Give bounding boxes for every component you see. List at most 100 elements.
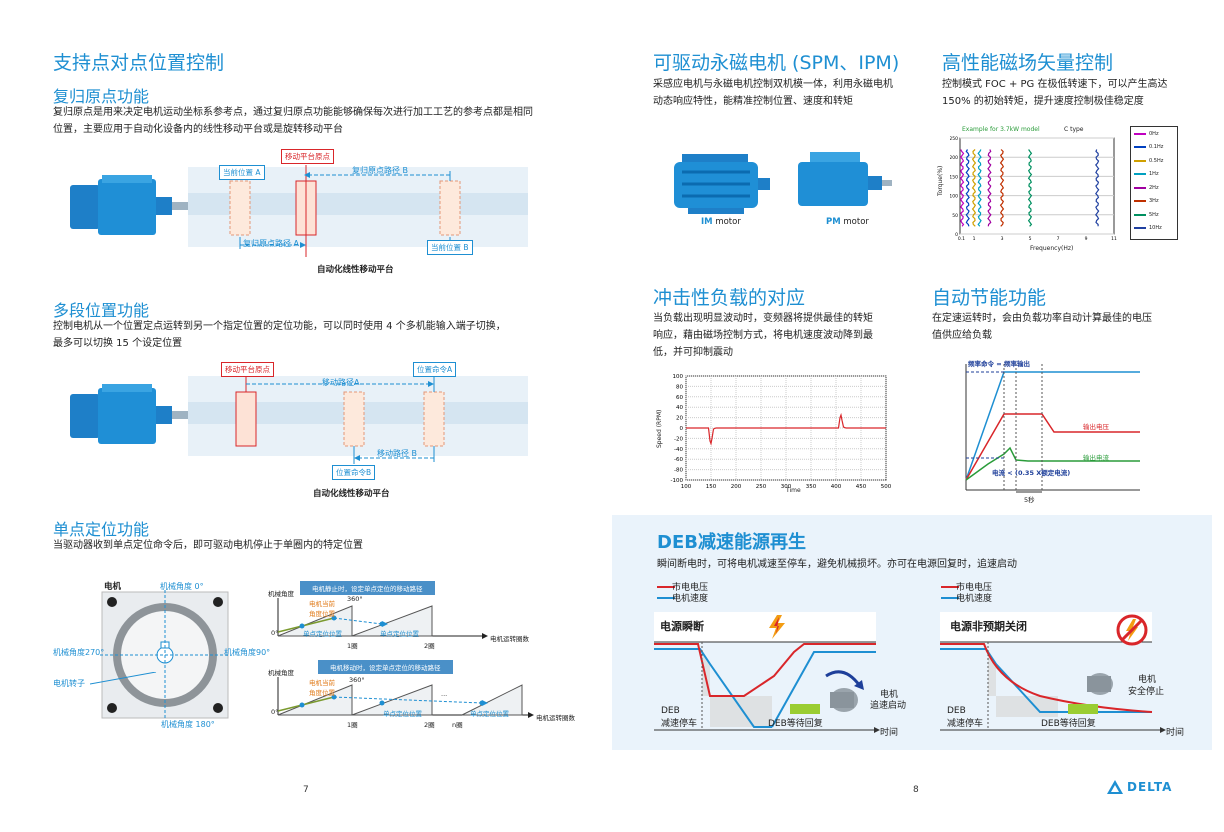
multi-diagram [70,374,528,464]
foc-legend-item: 0.5Hz [1131,154,1177,168]
lightning-icon [769,615,785,639]
foc-ytick: 50 [952,213,958,219]
speed-xlabel: Time [786,487,801,494]
foc-xtick: 9 [1085,236,1088,242]
deb-panel2-motor: 电机 [1138,675,1157,685]
graph2-ylabel: 机械角度 [268,669,294,677]
graph1-360: 360° [347,595,363,603]
speed-xtick: 500 [881,484,892,490]
tag-cmd-a: 位置命令A [413,362,457,377]
foc-legend-item: 5Hz [1131,208,1177,222]
servo-motor-icon [70,384,188,444]
speed-series-line [686,412,886,446]
deb-panel1-wait: DEB等待回复 [768,719,823,729]
speed-xtick: 150 [706,484,717,490]
foc-legend-swatch [1134,227,1146,230]
deb-title: DEB减速能源再生 [657,532,806,553]
deb-panel2-safe-stop: 安全停止 [1128,687,1165,697]
label-move-path-a: 移动路径A [322,378,360,387]
prohibit-power-icon [1116,614,1148,646]
foc-series-2Hz [987,149,992,227]
deb-chart-sudden-loss [654,612,880,733]
speed-ytick: 40 [676,405,683,411]
motors-illustration [674,152,892,214]
graph1-zero: 0° [271,629,279,637]
foc-xtick: 7 [1057,236,1060,242]
pm-motor-label: PM motor [826,217,869,227]
delta-logo-text: DELTA [1127,780,1173,794]
multi-text: 控制电机从一个位置定点运转到另一个指定位置的定位功能，可以同时使用 4 个多机能… [53,318,573,352]
motor-face-diagram [100,590,230,720]
deb-legend2-lines [941,586,959,599]
spm-title: 可驱动永磁电机 (SPM、IPM) [653,52,900,74]
tag-current-b: 当前位置 B [427,240,473,255]
deb-legend1-speed: 电机速度 [672,594,709,604]
foc-legend-swatch [1134,173,1146,176]
angle-0-label: 机械角度 0° [160,582,204,591]
foc-text: 控制模式 FOC + PG 在极低转速下，可以产生高达 150% 的初始转矩，提… [942,76,1167,110]
deb-panel1-title: 电源瞬断 [660,620,704,633]
motor-icon-panel2 [1087,673,1113,695]
impact-text: 当负载出现明显波动时，变频器将提供最佳的转矩 响应，藉由磁场控制方式，将电机速度… [653,310,873,361]
im-motor-label: IM motor [701,217,741,227]
deb-panel2-deb: DEB [947,706,966,716]
foc-legend-item: 1Hz [1131,168,1177,182]
label-path-b: 复归原点路径 B [352,166,409,175]
deb-legend1-lines [657,586,675,599]
foc-ytick: 150 [950,174,958,180]
foc-plot-area [959,137,1115,235]
foc-chart-type: C type [1064,126,1084,133]
foc-ytick: 250 [950,136,958,142]
foc-legend-label: 5Hz [1149,211,1159,218]
label-move-path-b: 移动路径 B [377,449,418,458]
foc-legend-item: 3Hz [1131,195,1177,209]
deb-legend2-speed: 电机速度 [956,594,993,604]
foc-legend-label: 3Hz [1149,198,1159,205]
speed-xtick: 450 [856,484,867,490]
impact-text-line1: 当负载出现明显波动时，变频器将提供最佳的转矩 [653,313,873,324]
single-heading: 单点定位功能 [53,520,150,539]
foc-series-0.1Hz [965,149,970,227]
speed-ytick: 60 [676,395,683,401]
impact-title: 冲击性负载的对应 [653,287,806,309]
homing-heading: 复归原点功能 [53,87,150,106]
foc-xlabel: Frequency(Hz) [1030,245,1074,252]
foc-ytick: 200 [950,155,958,161]
multi-caption: 自动化线性移动平台 [313,489,390,499]
deb-panel2-title: 电源非预期关闭 [950,620,1027,633]
graph1-pos2: 单点定位位置 [380,630,419,638]
speed-ytick: -40 [674,447,683,453]
foc-xtick: 3 [1001,236,1004,242]
graph1-current: 电机当前 角度位置 [309,600,335,618]
deb-panel1-time: 时间 [880,728,899,738]
foc-legend-item: 0.1Hz [1131,141,1177,155]
current-note-label: 电流 < (0.35 X额定电流) [992,469,1071,477]
foc-series-3Hz [999,149,1005,227]
graph2-dots: ... [441,690,448,698]
graph2-banner: 电机移动时，设定单点定位的移动路径 [318,660,453,674]
foc-legend-item: 0Hz [1131,127,1177,141]
foc-legend-label: 0.1Hz [1149,144,1164,151]
multi-heading: 多段位置功能 [53,301,150,320]
speed-xtick: 100 [681,484,692,490]
energy-text-line2: 值供应给负载 [932,330,992,341]
deb-panel2-decel: 减速停车 [947,719,984,729]
speed-ytick: 0 [680,426,684,432]
graph2-tick1: 1圈 [347,721,358,729]
five-sec-label: 5秒 [1024,496,1035,504]
foc-xtick: 5 [1029,236,1032,242]
foc-legend-label: 0.5Hz [1149,157,1164,164]
servo-motor-icon [70,175,188,235]
deb-panel1-decel: 减速停车 [661,719,698,729]
foc-legend-swatch [1134,213,1146,216]
motor-label: 电机 [104,582,122,592]
homing-caption: 自动化线性移动平台 [317,265,394,275]
voltage-out-label: 输出电压 [1083,423,1109,431]
foc-series-10Hz [1095,149,1100,227]
im-motor-icon [674,154,770,214]
im-prefix: IM [701,217,713,227]
impact-text-line3: 低，并可抑制震动 [653,347,733,358]
speed-xtick: 200 [731,484,742,490]
deb-text: 瞬间断电时，可将电机减速至停车，避免机械损坏。亦可在电源回复时，追速启动 [657,559,1017,570]
